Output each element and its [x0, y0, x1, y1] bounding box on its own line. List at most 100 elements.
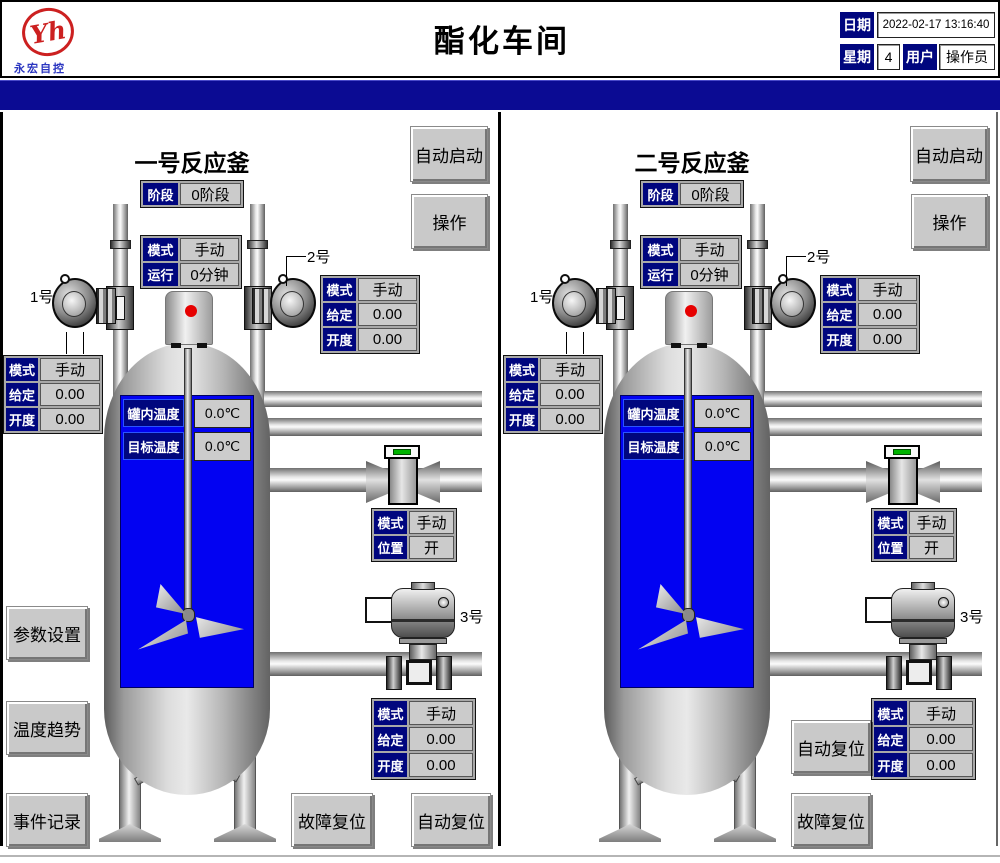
pump-1-mode-value[interactable]: 手动 [540, 358, 600, 381]
pump-1-opening-value: 0.00 [540, 408, 600, 431]
agitator-hub [182, 608, 195, 622]
event-log-button[interactable]: 事件记录 [6, 793, 88, 847]
auto-reset-button[interactable]: 自动复位 [411, 793, 491, 847]
reactor-2-title: 二号反应釜 [634, 150, 750, 176]
pump-2-mode-value[interactable]: 手动 [358, 278, 417, 301]
tank-temp-label: 罐内温度 [123, 399, 184, 427]
agitator-shaft [184, 348, 192, 616]
pump-1-mode-value[interactable]: 手动 [40, 358, 100, 381]
tee-flange-right [936, 656, 952, 690]
stage-value: 0阶段 [680, 183, 741, 205]
motor-status-light [685, 305, 697, 317]
run-time-value: 0分钟 [680, 263, 739, 286]
target-temp-label: 目标温度 [623, 432, 684, 460]
pump-1 [552, 274, 618, 332]
valve-3-setpoint-value[interactable]: 0.00 [909, 727, 973, 751]
valve-3-bracket [865, 597, 893, 623]
agitator-shaft [684, 348, 692, 616]
company-logo: Yh 永宏自控 [14, 3, 94, 78]
valve-3-opening-value: 0.00 [909, 753, 973, 777]
auto-start-button[interactable]: 自动启动 [410, 126, 488, 182]
pump-2-setpoint-value[interactable]: 0.00 [858, 303, 917, 326]
valve-3-actuator [891, 582, 955, 638]
flowmeter-body [888, 457, 918, 505]
tank-temp-value: 0.0℃ [194, 399, 251, 428]
run-time-value: 0分钟 [180, 263, 239, 286]
reactor-1-title: 一号反应釜 [134, 150, 250, 176]
valve-mode-value[interactable]: 手动 [909, 511, 954, 534]
tee-flange-left [886, 656, 902, 690]
target-temp-value: 0.0℃ [194, 432, 251, 461]
valve-3-tag: 3号 [460, 609, 484, 626]
pump-1-setpoint-value[interactable]: 0.00 [40, 383, 100, 406]
flowmeter-flange-left [366, 461, 388, 503]
flowmeter-flange-right [418, 461, 440, 503]
fault-reset-button[interactable]: 故障复位 [291, 793, 373, 847]
valve-3-mode-value[interactable]: 手动 [909, 701, 973, 725]
valve-position-value[interactable]: 开 [409, 536, 454, 559]
target-temp-value: 0.0℃ [694, 432, 751, 461]
flowmeter-flange-left [866, 461, 888, 503]
pump-1-leader-line [66, 332, 84, 354]
shutoff-valve-fields: 模式手动 位置开 [371, 508, 457, 562]
pipe-horizontal-2 [764, 418, 982, 436]
pump-2-opening-value: 0.00 [358, 328, 417, 351]
run-mode-value[interactable]: 手动 [680, 238, 739, 261]
tank-foot-right [214, 824, 276, 842]
company-name: 永宏自控 [14, 63, 66, 75]
pump-2-tag: 2号 [307, 249, 331, 266]
pump-2-leader-line [786, 256, 806, 286]
valve-3-tag: 3号 [960, 609, 984, 626]
tee-flange-left [386, 656, 402, 690]
pipe-flange [747, 240, 768, 249]
fault-reset-button[interactable]: 故障复位 [791, 793, 871, 847]
temp-trend-button[interactable]: 温度趋势 [6, 701, 88, 755]
valve-3-stem [909, 644, 937, 660]
auto-reset-button[interactable]: 自动复位 [791, 720, 871, 774]
user-label: 用户 [903, 44, 937, 70]
pump-1-opening-value: 0.00 [40, 408, 100, 431]
pump-1 [52, 274, 118, 332]
pipe-horizontal-1 [764, 391, 982, 407]
pipe-horizontal-2 [264, 418, 482, 436]
pump-2-setpoint-value[interactable]: 0.00 [358, 303, 417, 326]
pump-2-opening-value: 0.00 [858, 328, 917, 351]
valve-3-setpoint-value[interactable]: 0.00 [409, 727, 473, 751]
pump-1-tag: 1号 [530, 289, 554, 306]
pump-1-tag: 1号 [30, 289, 54, 306]
valve-mode-value[interactable]: 手动 [409, 511, 454, 534]
pump-1-leader-line [566, 332, 584, 354]
right-border [996, 112, 998, 846]
operate-button[interactable]: 操作 [911, 194, 988, 249]
valve-position-value[interactable]: 开 [909, 536, 954, 559]
tank-foot-left [99, 824, 161, 842]
page-title: 酯化车间 [434, 24, 570, 59]
auto-start-button[interactable]: 自动启动 [910, 126, 988, 182]
operate-button[interactable]: 操作 [411, 194, 488, 249]
run-mode-value[interactable]: 手动 [180, 238, 239, 261]
pump-2-leader-line [286, 256, 306, 286]
pump-1-setpoint-value[interactable]: 0.00 [540, 383, 600, 406]
valve-3-mode-value[interactable]: 手动 [409, 701, 473, 725]
pump-2-mode-value[interactable]: 手动 [858, 278, 917, 301]
valve-3-bracket [365, 597, 393, 623]
flowmeter-flange-right [918, 461, 940, 503]
valve-3-flange [399, 638, 447, 644]
tank-foot-left [599, 824, 661, 842]
param-settings-button[interactable]: 参数设置 [6, 606, 88, 660]
header: Yh 永宏自控 酯化车间 日期 2022-02-17 13:16:40 星期 4… [0, 0, 1000, 78]
pipe-flange [110, 240, 131, 249]
user-value: 操作员 [939, 44, 995, 70]
agitator-motor [165, 291, 213, 348]
agitator-hub [682, 608, 695, 622]
